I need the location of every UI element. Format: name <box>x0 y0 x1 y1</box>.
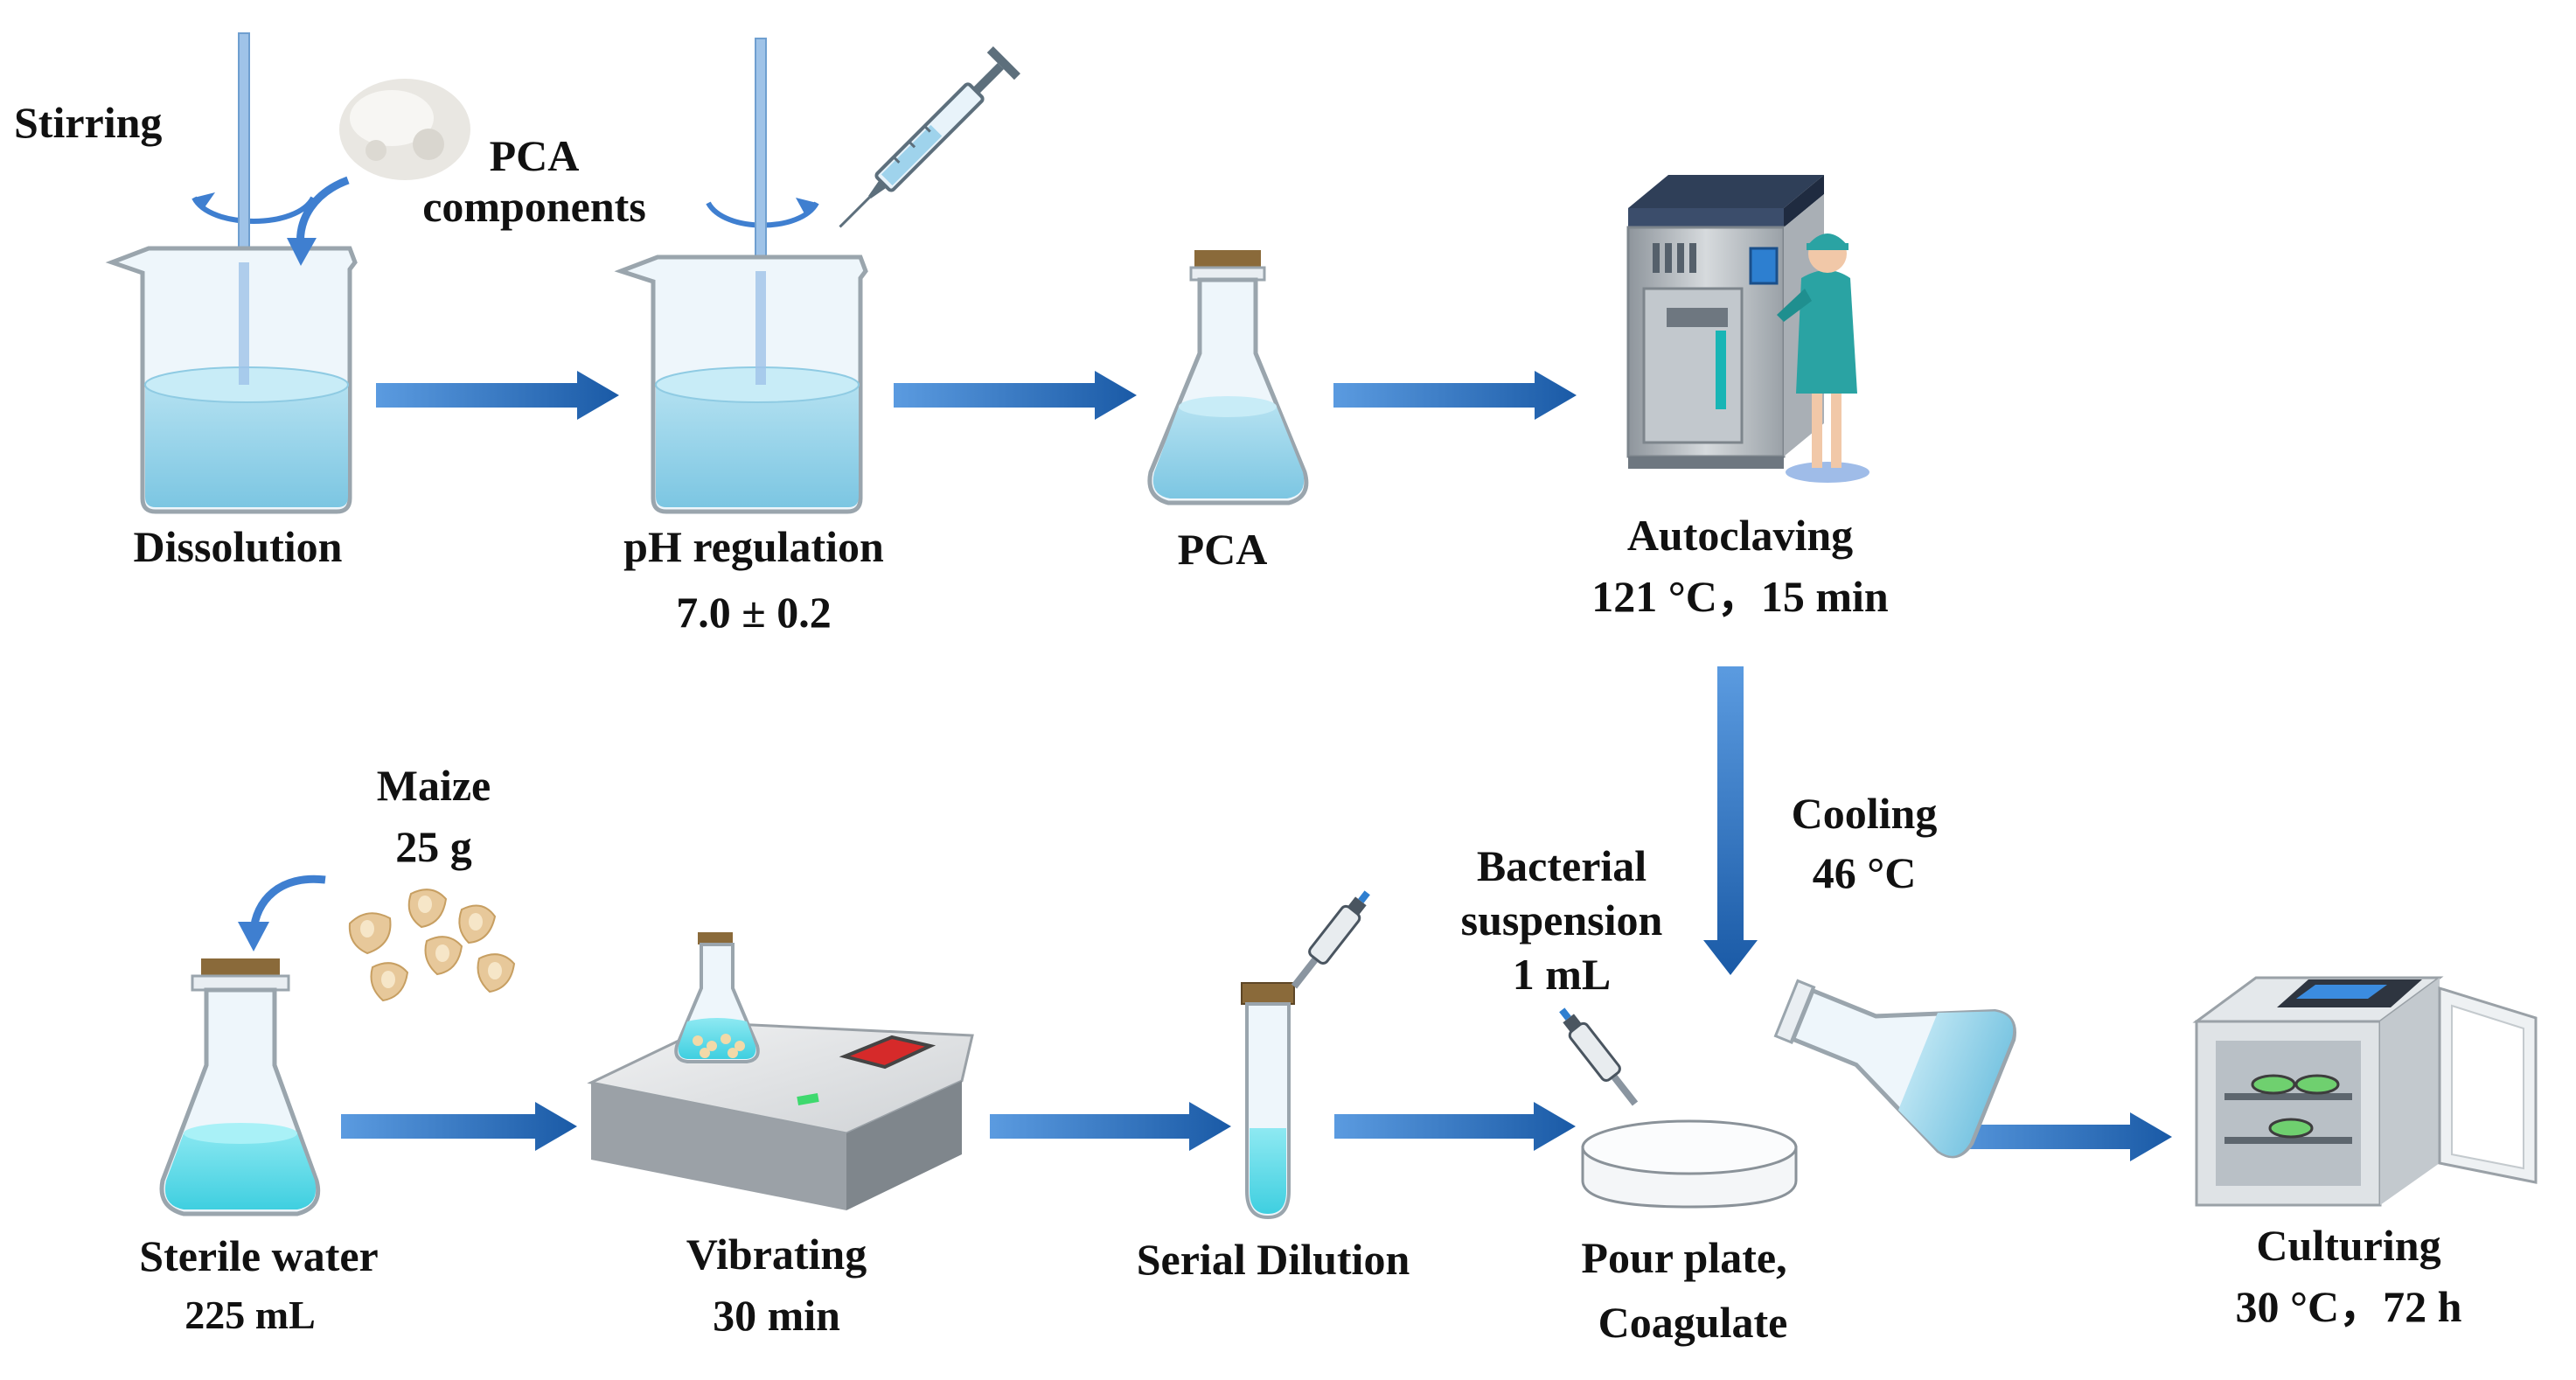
vibrating-time-label: 30 min <box>713 1291 840 1340</box>
arrow-pca-to-autoclave <box>1333 371 1577 420</box>
coagulate-label: Coagulate <box>1598 1298 1788 1347</box>
arrow-ph-to-pca <box>894 371 1137 420</box>
bacterial-suspension-volume-label: 1 mL <box>1512 950 1612 999</box>
dissolution-label: Dissolution <box>133 522 343 571</box>
serial-dilution-label: Serial Dilution <box>1136 1235 1410 1284</box>
stirring-rotation-icon <box>191 192 316 224</box>
autoclaving-label: Autoclaving <box>1626 511 1854 560</box>
sterile-water-volume-label: 225 mL <box>184 1293 316 1337</box>
ph-value-label: 7.0 ± 0.2 <box>676 588 832 637</box>
test-tube-icon <box>1241 982 1295 1220</box>
flow-arrows <box>341 371 2172 1161</box>
pca-powder-icon <box>339 79 470 180</box>
arrow-vibrating-to-dilution <box>990 1102 1231 1151</box>
autoclave-icon <box>1626 175 1824 469</box>
pca-components-label-line1: PCA <box>489 131 580 180</box>
ph-regulation-beaker <box>614 38 1020 514</box>
arrow-autoclave-to-pourplate <box>1703 666 1758 975</box>
syringe-icon <box>839 46 1020 228</box>
culturing-conditions-label: 30 °C，72 h <box>2235 1282 2462 1331</box>
maize-amount-label: 25 g <box>395 822 472 871</box>
sterile-water-label: Sterile water <box>139 1231 379 1280</box>
arrow-water-to-vibrating <box>341 1102 577 1151</box>
arrow-dissolution-to-ph <box>376 371 619 420</box>
ph-regulation-label: pH regulation <box>623 522 884 571</box>
bacterial-suspension-label-line2: suspension <box>1460 896 1663 944</box>
cooling-label: Cooling <box>1791 789 1938 838</box>
arrow-dilution-to-pourplate <box>1334 1102 1576 1151</box>
petri-dish-icon <box>1581 1119 1798 1209</box>
arrow-pourplate-to-culturing <box>1936 1112 2172 1161</box>
dissolution-beaker <box>105 32 470 514</box>
maize-kernels-icon <box>348 889 516 1002</box>
pca-flask <box>1147 250 1309 505</box>
pipette-icon <box>1559 1007 1639 1106</box>
shaker-icon <box>587 932 974 1210</box>
flask-icon <box>1773 979 2016 1159</box>
pca-label: PCA <box>1177 525 1268 574</box>
bacterial-suspension-label-line1: Bacterial <box>1476 841 1647 890</box>
culturing-label: Culturing <box>2256 1221 2441 1270</box>
stirring-label: Stirring <box>14 98 163 147</box>
cooling-temp-label: 46 °C <box>1812 848 1917 897</box>
technician-icon <box>1777 233 1869 483</box>
sterile-water-flask <box>159 875 326 1216</box>
incubator-icon <box>2192 976 2538 1207</box>
maize-label: Maize <box>376 761 491 810</box>
vibrating-label: Vibrating <box>686 1230 867 1279</box>
pour-plate-label: Pour plate, <box>1581 1233 1787 1282</box>
pipette-icon <box>1291 890 1370 989</box>
pca-components-label-line2: components <box>422 182 646 231</box>
autoclaving-conditions-label: 121 °C，15 min <box>1591 572 1889 621</box>
